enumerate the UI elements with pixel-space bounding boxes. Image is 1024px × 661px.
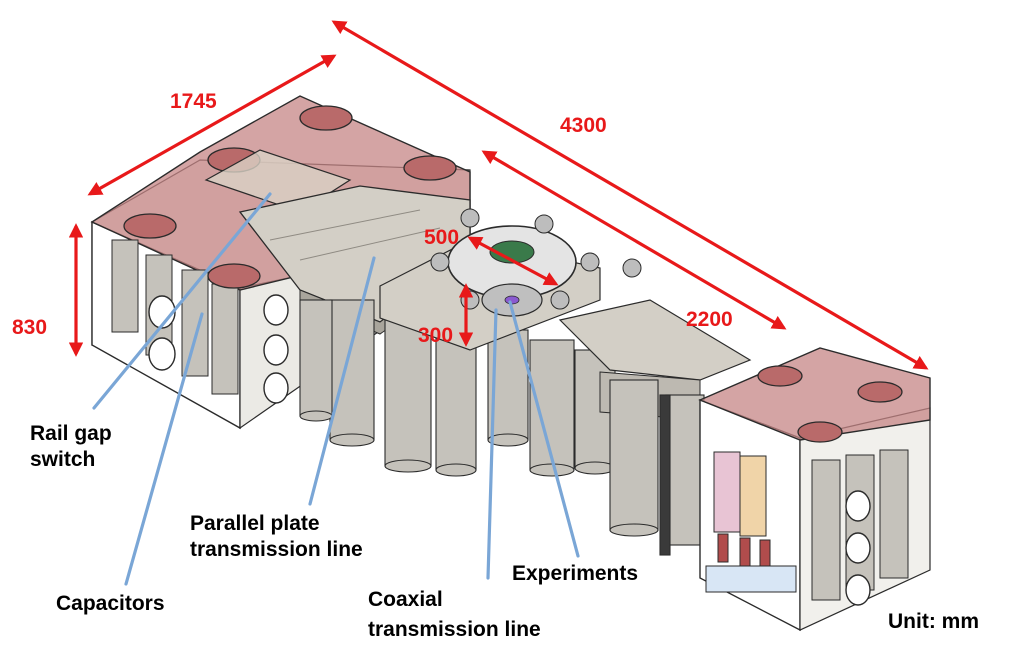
label-capacitors: Capacitors <box>56 592 165 615</box>
leader-capacitors <box>124 312 204 586</box>
label-rail-gap-switch-line2: switch <box>30 448 95 471</box>
dim-label-500: 500 <box>424 226 459 249</box>
leader-parallel-plate <box>308 256 376 506</box>
dim-label-830: 830 <box>12 316 47 339</box>
dim-label-300: 300 <box>418 324 453 347</box>
label-rail-gap-switch-line1: Rail gap <box>30 422 112 445</box>
label-coaxial-line1: Coaxial <box>368 588 443 611</box>
label-parallel-plate-line2: transmission line <box>190 538 363 561</box>
label-coaxial-line2: transmission line <box>368 618 541 641</box>
dim-arrow-1745 <box>87 54 337 196</box>
right-bank <box>698 347 931 632</box>
label-parallel-plate-line1: Parallel plate <box>190 512 320 535</box>
leader-lines <box>92 192 580 586</box>
unit-label: Unit: mm <box>888 610 979 633</box>
dim-label-1745: 1745 <box>170 90 217 113</box>
leader-experiments <box>508 300 580 558</box>
leader-coaxial <box>486 308 498 580</box>
dimension-arrows <box>68 20 929 370</box>
label-rail-gap-switch: Rail gap switch <box>30 422 118 471</box>
leader-rail-gap-switch <box>92 192 272 410</box>
dim-arrow-2200 <box>481 150 787 330</box>
dim-arrow-500 <box>467 236 559 286</box>
dim-label-4300: 4300 <box>560 114 607 137</box>
label-parallel-plate: Parallel plate transmission line <box>190 512 363 561</box>
label-coaxial: Coaxial transmission line <box>368 588 541 641</box>
dim-label-2200: 2200 <box>686 308 733 331</box>
label-experiments: Experiments <box>512 562 638 585</box>
